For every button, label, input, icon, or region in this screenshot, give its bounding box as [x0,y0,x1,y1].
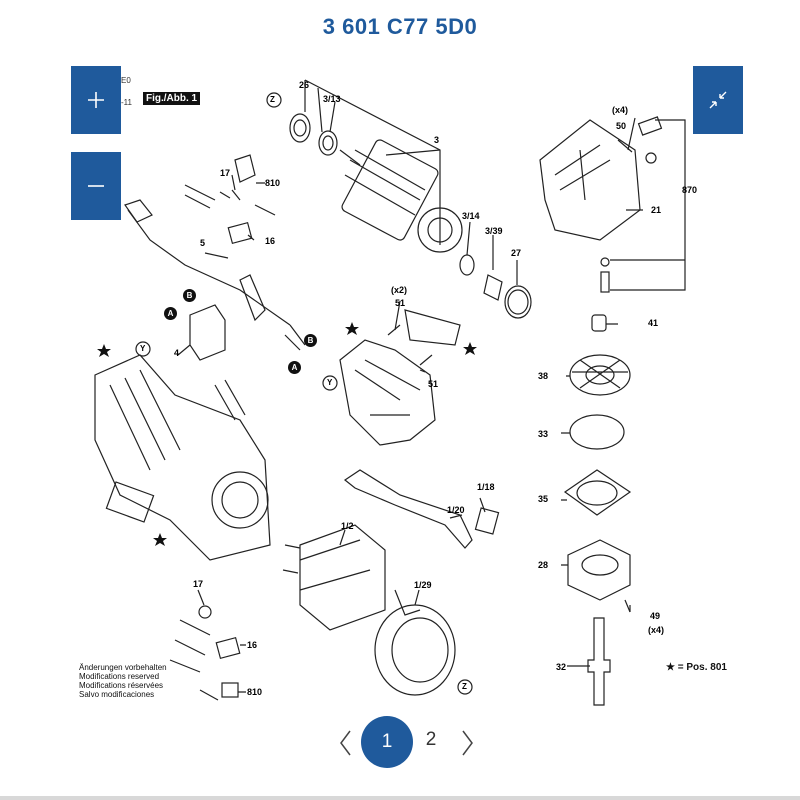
modification-note-de: Änderungen vorbehalten [79,663,167,672]
callout-16-bottom: 16 [247,640,258,650]
callout-51-top: 51 [395,298,406,308]
figure-label: Fig./Abb. 1 [143,92,201,105]
page-current-button[interactable]: 1 [361,716,413,768]
callout-1-18: 1/18 [477,482,495,492]
callout-810-top: 810 [265,178,281,188]
position-note: ★ = Pos. 801 [666,662,727,673]
marker-z-bottom: Z [462,682,467,691]
callout-x4-top: (x4) [612,105,629,115]
callout-49: 49 [650,611,661,621]
marker-b-top: B [183,289,196,302]
marker-y-left: Y [140,344,146,353]
stub-text-bottom: -11 [121,98,132,107]
collapse-arrows-icon [709,91,727,109]
callout-x4-bottom: (x4) [648,625,665,635]
page-title: 3 601 C77 5D0 [322,14,478,39]
marker-a-top: A [164,307,177,320]
callout-5: 5 [200,238,206,248]
callout-35: 35 [538,494,549,504]
callout-41: 41 [648,318,659,328]
stub-text-top: E0 [121,76,131,85]
callout-26: 26 [299,80,310,90]
callout-3: 3 [434,135,440,145]
callout-3-39: 3/39 [485,226,503,236]
pagination: 1 2 [0,716,800,772]
zoom-out-button[interactable] [71,152,121,220]
callout-810-bottom: 810 [247,687,263,697]
bottom-divider [0,796,800,800]
callout-x2: (x2) [391,285,408,295]
callout-17-top: 17 [220,168,231,178]
chevron-left-icon[interactable] [336,728,356,758]
callout-1-20: 1/20 [447,505,465,515]
callout-51-bottom: 51 [428,379,439,389]
marker-a-cord: A [288,361,301,374]
callout-33: 33 [538,429,549,439]
collapse-button[interactable] [693,66,743,134]
chevron-right-icon[interactable] [457,728,477,758]
callout-1-2: 1/2 [341,521,354,531]
callout-870: 870 [682,185,698,195]
marker-y-right: Y [327,378,333,387]
modification-notes: Änderungen vorbehalten Modifications res… [79,663,167,699]
callout-38: 38 [538,371,549,381]
modification-note-fr: Modifications réservées [79,681,164,690]
plus-icon [88,92,104,108]
zoom-in-button[interactable] [71,66,121,134]
marker-b-cord: B [304,334,317,347]
callout-3-13: 3/13 [323,94,341,104]
marker-z-top: Z [270,95,275,104]
callout-16-top: 16 [265,236,276,246]
callout-28: 28 [538,560,549,570]
callout-4: 4 [174,348,180,358]
minus-icon [88,185,104,187]
callout-3-14: 3/14 [462,211,480,221]
callout-27: 27 [511,248,522,258]
callout-21: 21 [651,205,662,215]
callout-32: 32 [556,662,567,672]
callout-17-bottom: 17 [193,579,204,589]
modification-note-en: Modifications reserved [79,672,160,681]
callout-50: 50 [616,121,627,131]
callout-1-29: 1/29 [414,580,432,590]
modification-note-es: Salvo modificaciones [79,690,155,699]
page-2-button[interactable]: 2 [425,729,437,750]
